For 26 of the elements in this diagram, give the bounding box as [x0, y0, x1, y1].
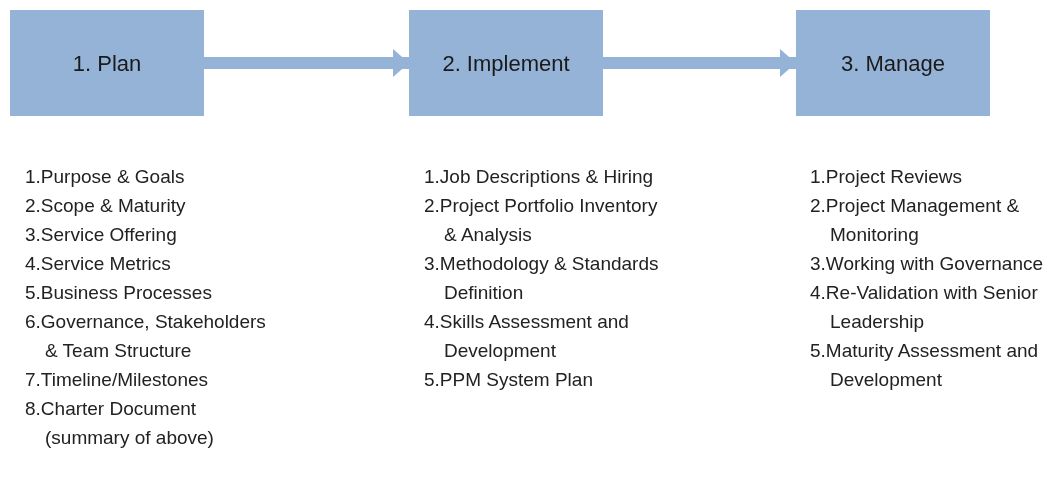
list-item: 1.Job Descriptions & Hiring [424, 165, 655, 189]
process-box [796, 10, 990, 116]
list-item: 3.Working with Governance [810, 252, 1045, 276]
list-item: 1.Project Reviews [810, 165, 964, 189]
list-item: 2.Project Management & Monitoring [810, 194, 1021, 247]
list-item: 2.Project Portfolio Inventory & Analysis [424, 194, 659, 247]
list-item: 5.PPM System Plan [424, 368, 594, 392]
list-item: 3.Service Offering [25, 223, 178, 247]
arrow [603, 49, 796, 77]
step-title: 3. Manage [841, 49, 945, 78]
list-item: 7.Timeline/Milestones [25, 368, 210, 392]
list-item: 3.Methodology & Standards Definition [424, 252, 660, 305]
list-item: 1.Purpose & Goals [25, 165, 186, 189]
list-item: 4.Service Metrics [25, 252, 172, 276]
arrow [204, 49, 409, 77]
list-item: 5.Business Processes [25, 281, 213, 305]
list-item: 4.Skills Assessment and Development [424, 310, 630, 363]
list-item: 8.Charter Document (summary of above) [25, 397, 215, 450]
list-item: 4.Re-Validation with Senior Leadership [810, 281, 1039, 334]
process-box [10, 10, 204, 116]
list-item: 6.Governance, Stakeholders & Team Structure [25, 310, 267, 363]
step-title: 1. Plan [72, 49, 142, 78]
list-item: 2.Scope & Maturity [25, 194, 187, 218]
step-title: 2. Implement [442, 49, 570, 78]
process-box [409, 10, 603, 116]
list-item: 5.Maturity Assessment and Development [810, 339, 1040, 392]
